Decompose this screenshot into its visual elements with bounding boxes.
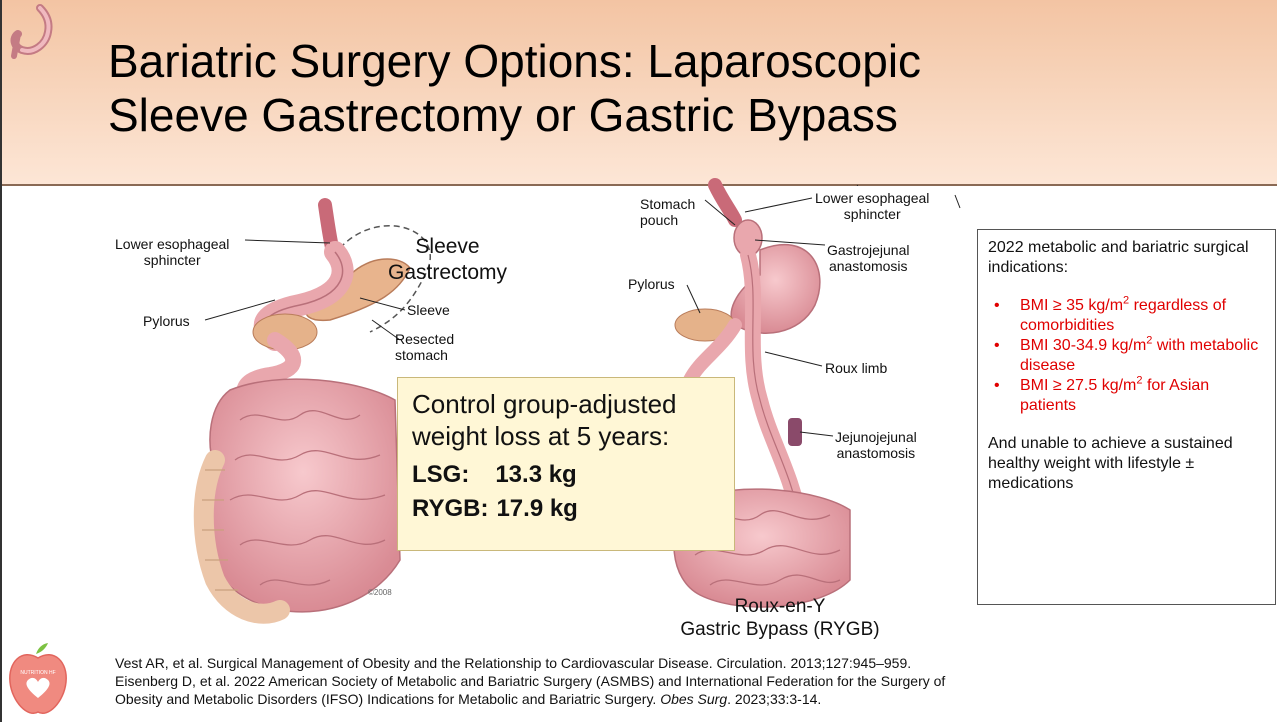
- label-roux-limb: Roux limb: [825, 360, 887, 376]
- label-line: anastomosis: [837, 445, 916, 461]
- title-line: Gastrectomy: [388, 260, 507, 286]
- result-rygb: RYGB: 17.9 kg: [412, 492, 720, 526]
- indication-text: BMI ≥ 35 kg/m: [1020, 297, 1123, 314]
- label-line: anastomosis: [829, 258, 908, 274]
- label-line: stomach: [395, 347, 448, 363]
- label-line: Gastrojejunal: [827, 242, 910, 258]
- callout-results: LSG: 13.3 kg RYGB: 17.9 kg: [412, 458, 720, 526]
- journal-name: Obes Surg: [660, 691, 727, 707]
- label-pylorus-rygb: Pylorus: [628, 276, 675, 292]
- indications-box: 2022 metabolic and bariatric surgical in…: [977, 229, 1276, 605]
- result-lsg: LSG: 13.3 kg: [412, 458, 720, 492]
- callout-line: Control group-adjusted: [412, 388, 720, 420]
- label-line: pouch: [640, 212, 678, 228]
- label-jejunojejunal-anastomosis: Jejunojejunal anastomosis: [835, 429, 917, 461]
- label-lower-esophageal-sphincter: Lower esophageal sphincter: [115, 236, 229, 268]
- label-stomach-pouch: Stomach pouch: [640, 196, 695, 228]
- reference-2: Eisenberg D, et al. 2022 American Societ…: [115, 672, 1265, 690]
- callout-lead: Control group-adjusted weight loss at 5 …: [412, 388, 720, 452]
- indication-item: •BMI ≥ 35 kg/m2 regardless of comorbidit…: [988, 296, 1265, 336]
- logo-text: NUTRITION HF: [20, 670, 55, 676]
- copyright-notice: ©2008: [368, 585, 392, 601]
- indications-list: •BMI ≥ 35 kg/m2 regardless of comorbidit…: [988, 296, 1265, 416]
- label-line: Resected: [395, 331, 454, 347]
- nutrition-hf-logo: NUTRITION HF: [8, 640, 68, 722]
- indication-text: BMI ≥ 27.5 kg/m: [1020, 377, 1136, 394]
- label-lower-esophageal-sphincter-rygb: Lower esophageal sphincter: [815, 190, 929, 222]
- title-line: Gastric Bypass (RYGB): [620, 618, 940, 641]
- reference-text: . 2023;33:3-14.: [727, 691, 821, 707]
- label-line: Lower esophageal: [815, 190, 929, 206]
- rygb-title: Roux-en-Y Gastric Bypass (RYGB): [620, 595, 940, 641]
- label-gastrojejunal-anastomosis: Gastrojejunal anastomosis: [827, 242, 910, 274]
- result-value: 13.3 kg: [495, 458, 576, 492]
- callout-line: weight loss at 5 years:: [412, 420, 720, 452]
- label-sleeve: Sleeve: [407, 302, 450, 318]
- reference-1: Vest AR, et al. Surgical Management of O…: [115, 654, 1265, 672]
- svg-text:.: .: [856, 178, 859, 189]
- label-line: sphincter: [144, 252, 201, 268]
- bullet-dot: •: [994, 296, 1000, 316]
- bullet-dot: •: [994, 376, 1000, 396]
- title-line: Roux-en-Y: [620, 595, 940, 618]
- sleeve-gastrectomy-title: Sleeve Gastrectomy: [388, 234, 507, 286]
- label-line: Stomach: [640, 196, 695, 212]
- indications-footer: And unable to achieve a sustained health…: [988, 434, 1265, 494]
- label-line: Jejunojejunal: [835, 429, 917, 445]
- title-line: Sleeve: [388, 234, 507, 260]
- reference-text: Obesity and Metabolic Disorders (IFSO) I…: [115, 691, 660, 707]
- references: Vest AR, et al. Surgical Management of O…: [115, 654, 1265, 708]
- indications-heading: 2022 metabolic and bariatric surgical in…: [988, 238, 1265, 278]
- result-label: LSG:: [412, 461, 469, 488]
- label-line: sphincter: [844, 206, 901, 222]
- indication-text: BMI 30-34.9 kg/m: [1020, 337, 1146, 354]
- label-line: Lower esophageal: [115, 236, 229, 252]
- result-label: RYGB:: [412, 495, 488, 522]
- label-resected-stomach: Resected stomach: [395, 331, 454, 363]
- reference-3: Obesity and Metabolic Disorders (IFSO) I…: [115, 690, 1265, 708]
- result-value: 17.9 kg: [496, 492, 577, 526]
- indication-item: •BMI ≥ 27.5 kg/m2 for Asian patients: [988, 376, 1265, 416]
- label-pylorus: Pylorus: [143, 313, 190, 329]
- weight-loss-callout: Control group-adjusted weight loss at 5 …: [397, 377, 735, 551]
- indication-item: •BMI 30-34.9 kg/m2 with metabolic diseas…: [988, 336, 1265, 376]
- bullet-dot: •: [994, 336, 1000, 356]
